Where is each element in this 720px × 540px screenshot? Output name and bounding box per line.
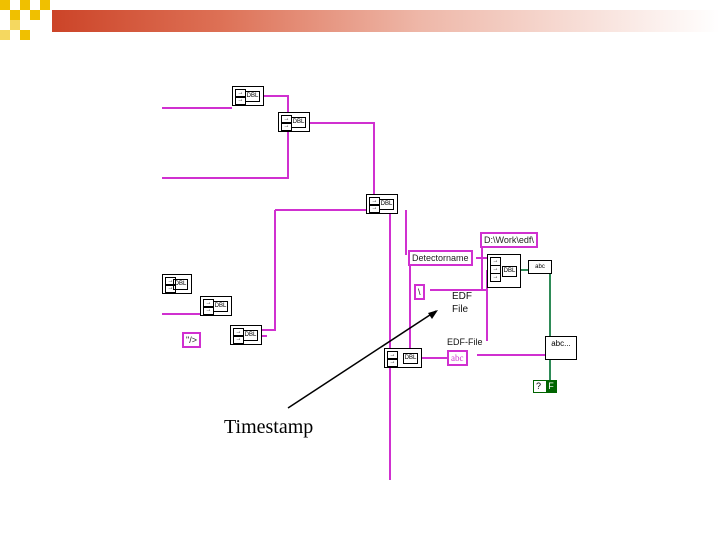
edf-file-label-2: File [452,304,469,315]
node-5[interactable]: →→DBL [200,296,232,316]
decorative-squares [0,0,60,46]
slash-constant[interactable]: "/> [182,332,201,348]
concatenate-node[interactable]: →→→DBL [487,254,521,288]
edf-file-indicator-label: EDF-File [447,337,483,347]
node-7[interactable]: →→DBL [384,348,422,368]
node-2[interactable]: →→DBL [278,112,310,132]
node-4[interactable]: →→DBL [162,274,192,294]
string-node[interactable]: abc [528,260,552,274]
node-3[interactable]: →→DBL [366,194,398,214]
false-constant[interactable]: ? F [533,380,557,393]
edf-file-label-1: EDF [452,291,472,302]
backslash-constant[interactable]: \ [414,284,425,300]
path-constant[interactable]: D:\Work\edf\ [480,232,538,248]
header-bar [52,10,720,32]
abc-constant[interactable]: abc [447,350,468,366]
node-1[interactable]: →→DBL [232,86,264,106]
timestamp-annotation: Timestamp [224,416,314,438]
detector-constant[interactable]: Detectorname [408,250,473,266]
node-6[interactable]: →→DBL [230,325,262,345]
write-file-node[interactable]: abc... [545,336,577,360]
